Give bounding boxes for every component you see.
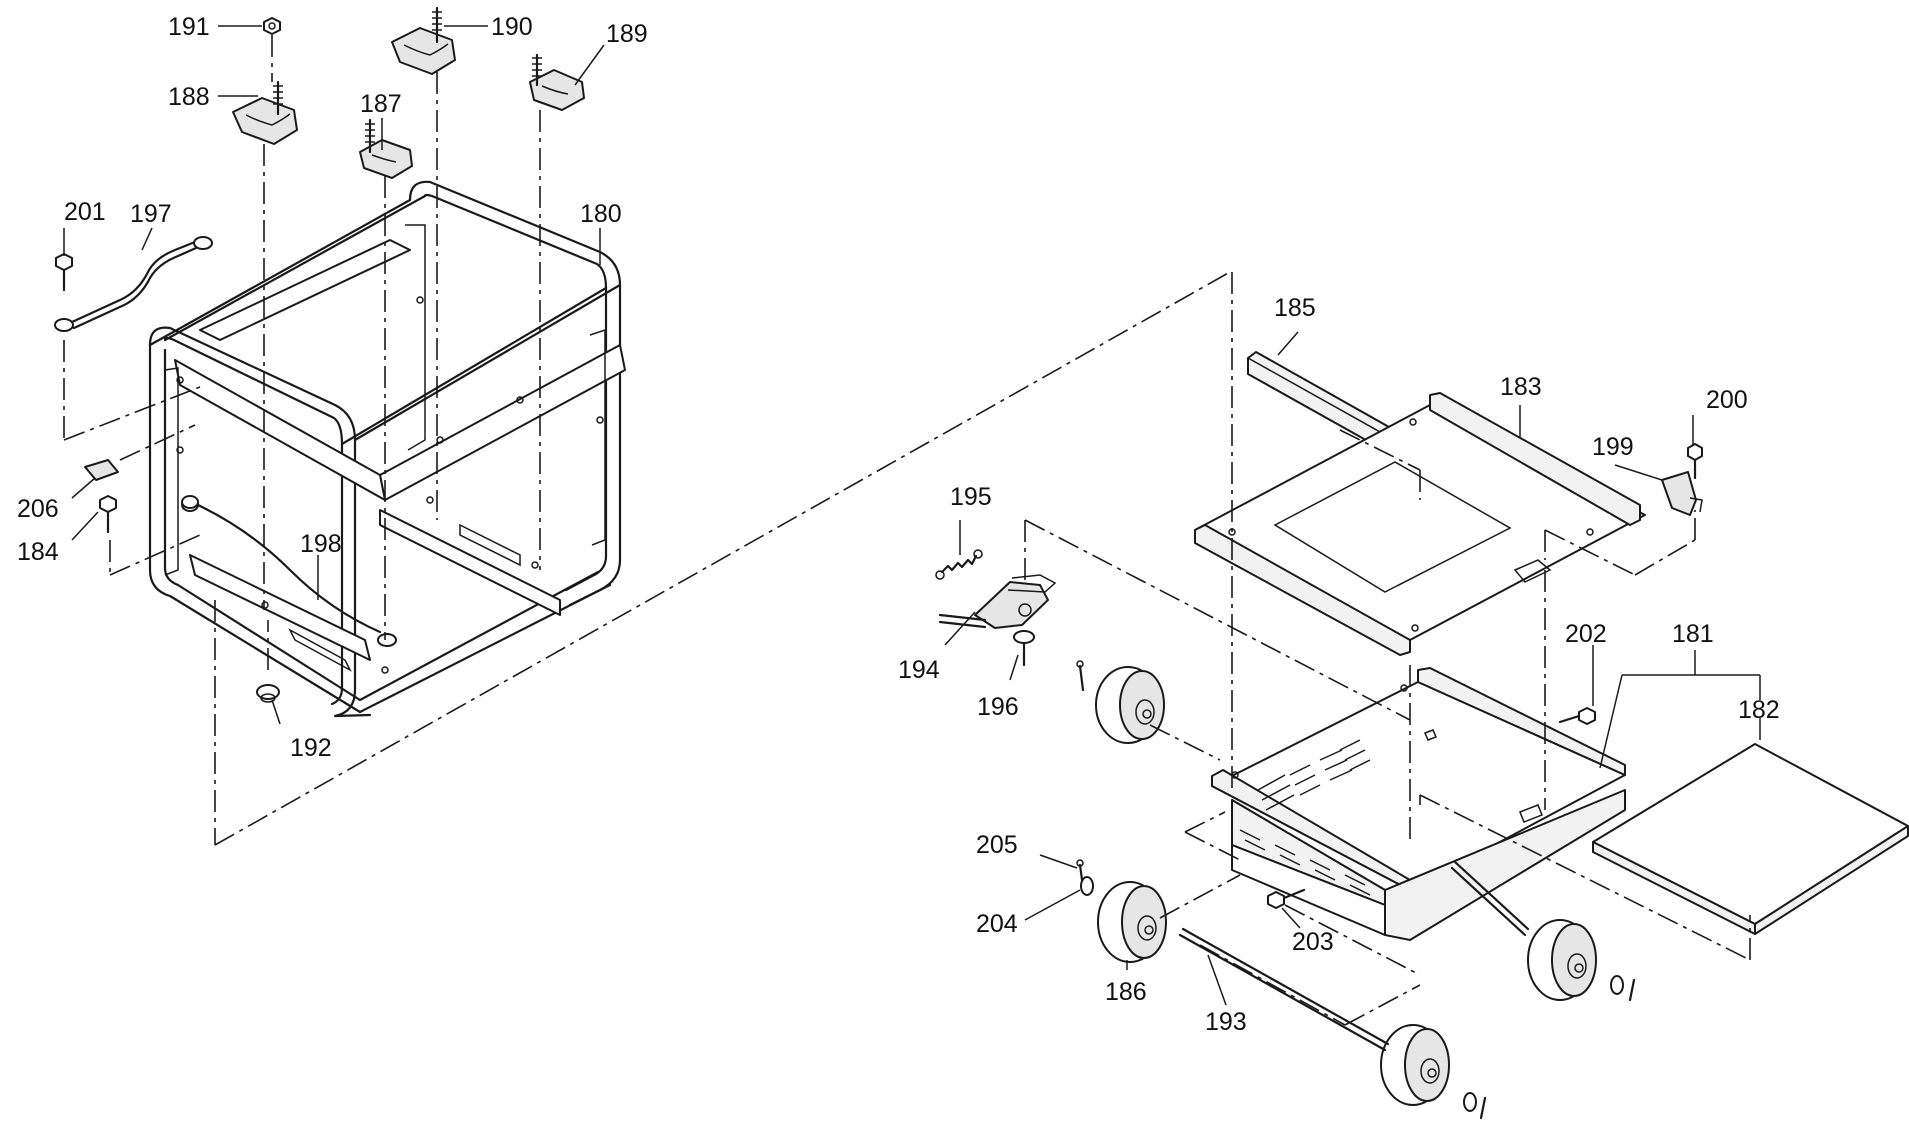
label-187: 187: [360, 90, 402, 118]
label-186: 186: [1105, 978, 1147, 1006]
label-205: 205: [976, 831, 1018, 859]
frame-assembly: [148, 180, 626, 718]
label-191: 191: [168, 13, 210, 41]
part-194-brake-lever: [938, 574, 1057, 629]
label-202: 202: [1565, 620, 1607, 648]
part-190-mount: [391, 6, 456, 75]
part-203-bolt: [1267, 888, 1306, 909]
label-197: 197: [130, 200, 172, 228]
part-188-mount: [232, 80, 298, 145]
part-198-cable: [181, 495, 382, 634]
part-184-bolt: [99, 495, 117, 534]
part-182-sheet: [1592, 743, 1909, 935]
part-189-mount: [529, 53, 585, 111]
label-182: 182: [1738, 696, 1780, 724]
label-190: 190: [491, 13, 533, 41]
part-204-washer: [1080, 876, 1624, 1112]
label-204: 204: [976, 910, 1018, 938]
part-200-bolt: [1687, 443, 1703, 480]
part-196-bolt: [1013, 630, 1035, 667]
part-183-upper-tray: [1194, 392, 1646, 656]
part-201-bolt: [55, 253, 73, 292]
part-186-wheel-front-left: [1097, 881, 1167, 963]
part-195-spring: [935, 549, 983, 580]
label-194: 194: [898, 656, 940, 684]
label-201: 201: [64, 198, 106, 226]
label-180: 180: [580, 200, 622, 228]
label-198: 198: [300, 530, 342, 558]
part-197-ground-cable: [54, 236, 213, 332]
assembly-lines-left: [63, 35, 1231, 846]
label-189: 189: [606, 20, 648, 48]
assembly-lines-right: [1024, 272, 1751, 1026]
part-191-nut: [263, 17, 281, 35]
leader-lines: [63, 25, 1761, 1006]
label-184: 184: [17, 538, 59, 566]
label-203: 203: [1292, 928, 1334, 956]
label-181: 181: [1672, 620, 1714, 648]
label-196: 196: [977, 693, 1019, 721]
part-181-lower-tray: [1211, 667, 1626, 941]
part-186-wheel-upper: [1095, 666, 1165, 744]
label-188: 188: [168, 83, 210, 111]
part-labels: 191 190 189 188 187 201 197 180 206 184 …: [17, 13, 1780, 1036]
label-200: 200: [1706, 386, 1748, 414]
part-199-bracket: [1661, 471, 1703, 516]
part-186-wheel-rear-right: [1527, 919, 1597, 1001]
part-187-mount: [359, 118, 413, 179]
part-193-axle: [1178, 860, 1530, 1052]
part-206-decal: [84, 459, 119, 481]
label-206: 206: [17, 495, 59, 523]
label-183: 183: [1500, 373, 1542, 401]
part-186-wheel-front-right: [1380, 1024, 1450, 1106]
label-193: 193: [1205, 1008, 1247, 1036]
label-199: 199: [1592, 433, 1634, 461]
label-192: 192: [290, 734, 332, 762]
part-192-grommet: [256, 684, 280, 703]
label-195: 195: [950, 483, 992, 511]
part-202-bolt: [1558, 707, 1596, 725]
label-185: 185: [1274, 294, 1316, 322]
